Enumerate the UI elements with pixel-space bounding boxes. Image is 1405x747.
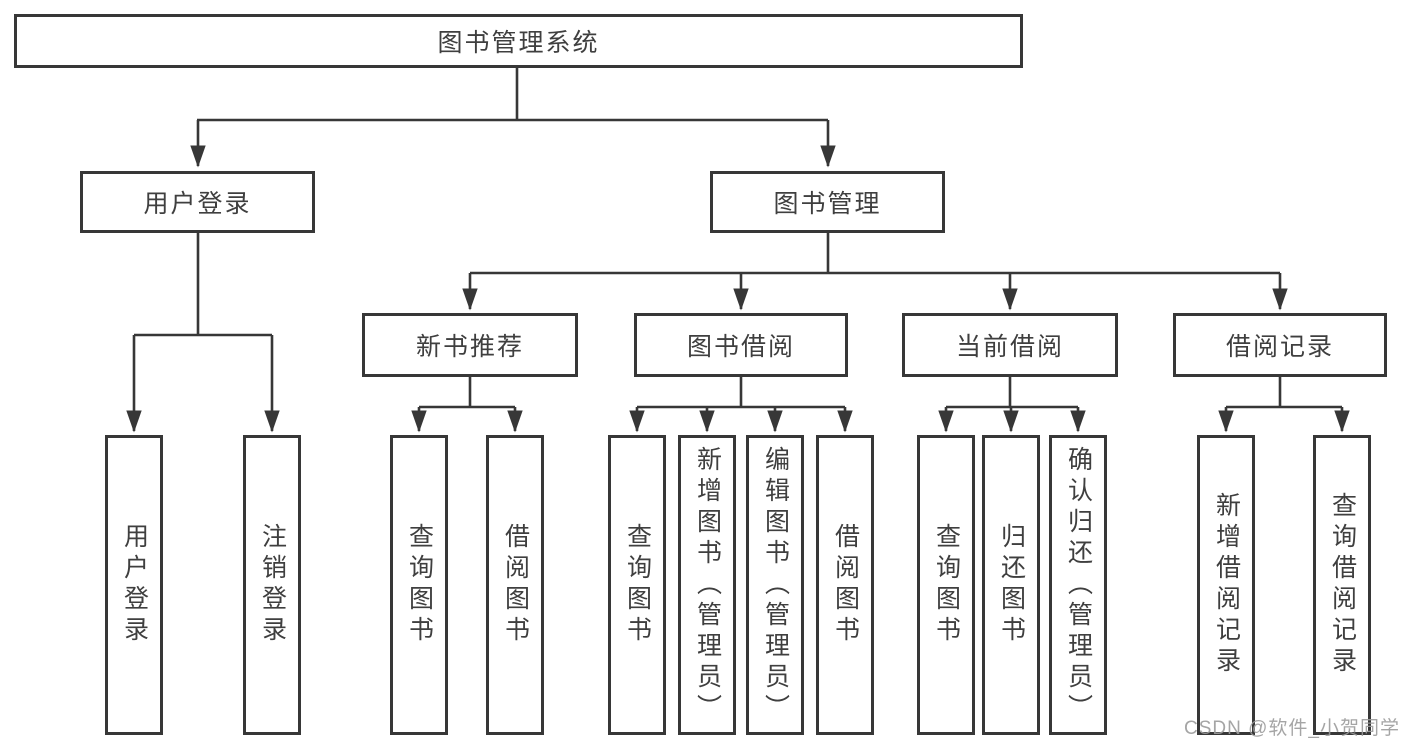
leaf-query-books-recommend: 查询图书 [390, 435, 448, 735]
leaf-borrow-books-recommend: 借阅图书 [486, 435, 544, 735]
leaf-user-login: 用户登录 [105, 435, 163, 735]
leaf-query-books-recommend-label: 查询图书 [405, 523, 434, 647]
leaf-add-borrow-record: 新增借阅记录 [1197, 435, 1255, 735]
node-borrow-records-label: 借阅记录 [1225, 333, 1334, 361]
leaf-confirm-return-admin: 确认归还（管理员） [1049, 435, 1107, 735]
leaf-logout-label: 注销登录 [258, 523, 287, 647]
leaf-user-login-label: 用户登录 [120, 523, 149, 647]
leaf-query-borrow-record: 查询借阅记录 [1313, 435, 1371, 735]
node-current-borrow: 当前借阅 [902, 313, 1118, 377]
leaf-add-borrow-record-label: 新增借阅记录 [1212, 492, 1241, 678]
node-new-book-recommend-label: 新书推荐 [415, 333, 524, 361]
watermark: CSDN @软件_小贺同学 [1184, 718, 1400, 739]
leaf-query-borrow-record-label: 查询借阅记录 [1328, 492, 1357, 678]
leaf-edit-books-admin: 编辑图书（管理员） [746, 435, 804, 735]
node-current-borrow-label: 当前借阅 [955, 333, 1064, 361]
node-root: 图书管理系统 [14, 14, 1023, 68]
leaf-borrow-books-recommend-label: 借阅图书 [501, 523, 530, 647]
leaf-add-books-admin: 新增图书（管理员） [678, 435, 736, 735]
node-borrow-records: 借阅记录 [1173, 313, 1387, 377]
leaf-borrow-books-label: 借阅图书 [831, 523, 860, 647]
leaf-query-books-current-label: 查询图书 [932, 523, 961, 647]
leaf-logout: 注销登录 [243, 435, 301, 735]
leaf-query-books-borrow: 查询图书 [608, 435, 666, 735]
node-root-label: 图书管理系统 [437, 29, 600, 57]
leaf-return-books-label: 归还图书 [997, 523, 1026, 647]
leaf-edit-books-admin-label: 编辑图书（管理员） [761, 445, 790, 725]
node-book-management: 图书管理 [710, 171, 945, 233]
node-new-book-recommend: 新书推荐 [362, 313, 578, 377]
node-user-login-label: 用户登录 [143, 190, 252, 218]
node-book-borrow: 图书借阅 [634, 313, 848, 377]
leaf-borrow-books: 借阅图书 [816, 435, 874, 735]
leaf-query-books-current: 查询图书 [917, 435, 975, 735]
leaf-confirm-return-admin-label: 确认归还（管理员） [1064, 445, 1093, 725]
leaf-query-books-borrow-label: 查询图书 [623, 523, 652, 647]
leaf-add-books-admin-label: 新增图书（管理员） [693, 445, 722, 725]
node-book-management-label: 图书管理 [773, 190, 882, 218]
node-user-login: 用户登录 [80, 171, 315, 233]
leaf-return-books: 归还图书 [982, 435, 1040, 735]
node-book-borrow-label: 图书借阅 [686, 333, 795, 361]
